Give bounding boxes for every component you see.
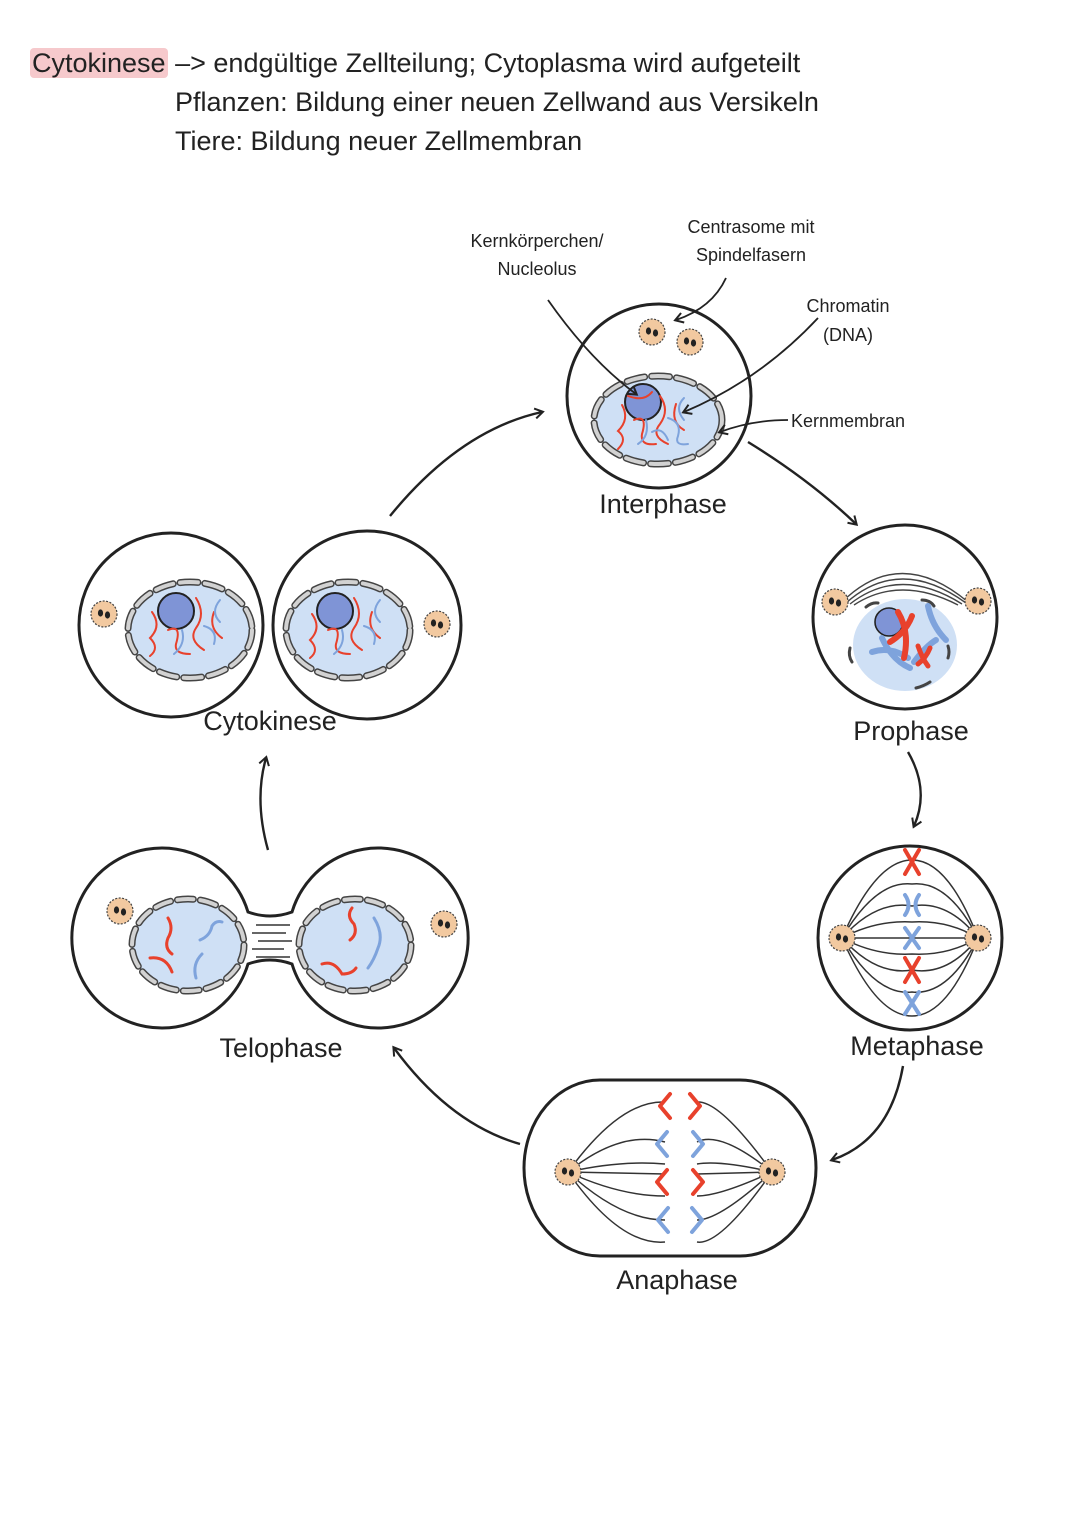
prophase-label: Prophase xyxy=(853,716,969,746)
nucleolus-label-line-2: Nucleolus xyxy=(497,259,576,279)
centrosome-pointer xyxy=(673,277,727,324)
arrow-prophase-to-metaphase xyxy=(906,751,922,829)
chromatin-label-line-2: (DNA) xyxy=(823,325,873,345)
membrane-pointer xyxy=(717,419,789,436)
cytokinese-cells xyxy=(77,529,463,721)
chromatin-label-line-1: Chromatin xyxy=(806,296,889,316)
membrane-label: Kernmembran xyxy=(791,411,905,431)
note-term: Cytokinese xyxy=(30,48,168,78)
metaphase-label: Metaphase xyxy=(850,1031,984,1061)
prophase-cell xyxy=(811,523,999,711)
arrow-telophase-to-cytokinese xyxy=(258,755,270,851)
cytokinese-label: Cytokinese xyxy=(203,706,337,736)
telophase-cell xyxy=(70,846,470,1030)
note-line-3: Tiere: Bildung neuer Zellmembran xyxy=(175,126,583,156)
interphase-label: Interphase xyxy=(599,489,727,519)
telophase-label: Telophase xyxy=(219,1033,342,1063)
interphase-cell xyxy=(565,302,753,490)
arrow-metaphase-to-anaphase xyxy=(829,1065,905,1164)
note-arrow: –> xyxy=(175,48,206,78)
arrow-anaphase-to-telophase xyxy=(392,1045,521,1146)
chromatin-pointer xyxy=(681,317,819,415)
metaphase-cell xyxy=(816,844,1004,1032)
cytokinese-note: Cytokinese –> endgültige Zellteilung; Cy… xyxy=(30,44,819,161)
nucleolus-label-line-1: Kernkörperchen/ xyxy=(470,231,603,251)
anaphase-label: Anaphase xyxy=(616,1265,738,1295)
nucleolus-pointer xyxy=(547,299,639,396)
centrosome-label-line-2: Spindelfasern xyxy=(696,245,806,265)
note-line-1: endgültige Zellteilung; Cytoplasma wird … xyxy=(213,48,801,78)
centrosome-label-line-1: Centrasome mit xyxy=(687,217,814,237)
arrow-interphase-to-prophase xyxy=(747,440,859,526)
arrow-cytokinese-to-interphase xyxy=(389,407,545,517)
anaphase-cell xyxy=(522,1078,818,1258)
note-line-2: Pflanzen: Bildung einer neuen Zellwand a… xyxy=(175,87,819,117)
